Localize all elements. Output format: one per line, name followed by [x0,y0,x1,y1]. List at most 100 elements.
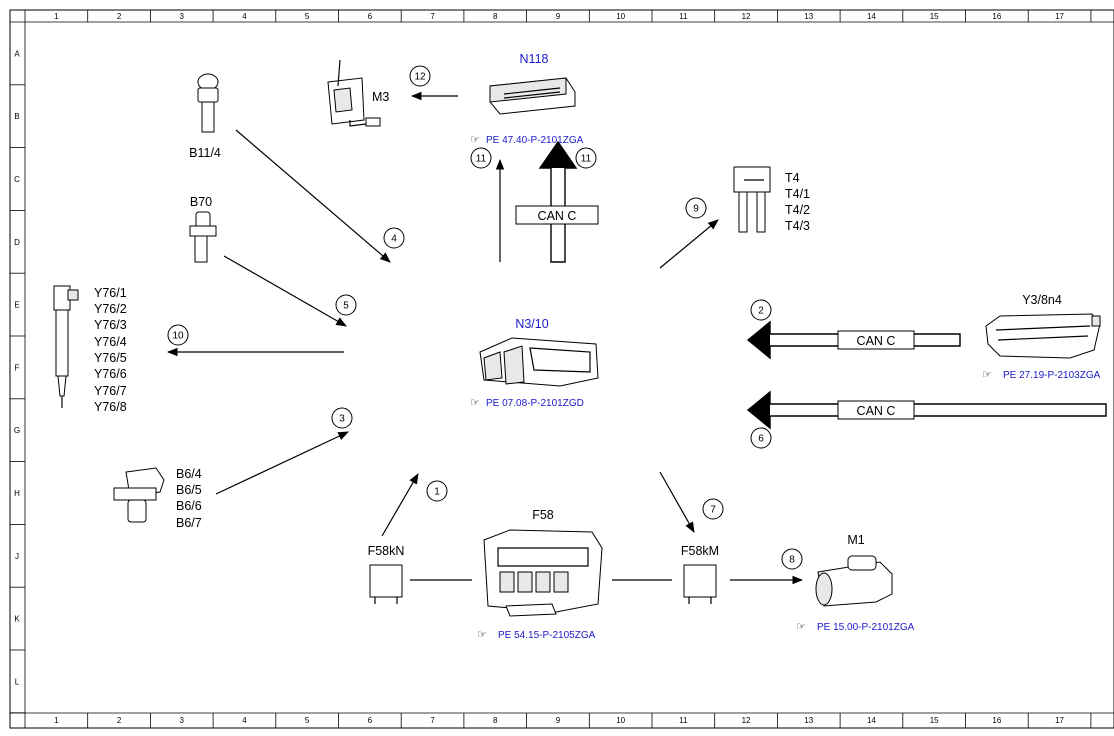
f58-ref[interactable]: PE 54.15-P-2105ZGA [498,630,596,641]
svg-text:1: 1 [434,487,440,498]
grid-col-label: 9 [556,12,561,21]
m3-component: M3 [327,59,389,127]
f58km-relay: F58kM [681,544,719,604]
manual-ref-icon: ☞ [477,628,487,641]
svg-text:4: 4 [391,234,397,245]
grid-row-label: B [14,112,19,121]
b70-sensor: B70 [189,195,217,263]
svg-text:7: 7 [710,505,716,516]
b11-4-label: B11/4 [189,146,221,160]
y3-8n4-module: Y3/8n4 ☞ PE 27.19-P-2103ZGA [982,293,1101,381]
b6-label-0: B6/4 [176,467,202,481]
callout-6: 6 [750,427,772,449]
m1-label: M1 [847,533,864,547]
svg-text:11: 11 [581,154,592,165]
grid-row-label: L [15,677,20,686]
m1-ref[interactable]: PE 15.00-P-2101ZGA [817,622,915,633]
callout-3: 3 [331,407,353,429]
grid-col-label: 1 [54,716,59,725]
f58kn-relay: F58kN [368,544,405,604]
can-label-right-lower: CAN C [857,404,896,418]
callout-10: 10 [167,324,189,346]
grid-col-label: 11 [679,12,688,21]
grid-row-label: K [14,615,20,624]
grid-col-label: 12 [742,716,751,725]
y76-label-1: Y76/2 [94,302,127,316]
manual-ref-icon: ☞ [982,368,992,381]
y76-label-7: Y76/8 [94,400,127,414]
y76-label-6: Y76/7 [94,384,127,398]
callout-8: 8 [781,548,803,570]
y76-labels: Y76/1 Y76/2 Y76/3 Y76/4 Y76/5 Y76/6 Y76/… [94,286,127,414]
grid-col-label: 16 [992,12,1001,21]
callout-12: 12 [409,65,431,87]
manual-ref-icon: ☞ [470,133,480,146]
grid-col-label: 12 [742,12,751,21]
m1-starter: M1 ☞ PE 15.00-P-2101ZGA [796,533,915,633]
grid-row-label: F [15,363,20,372]
y3-8n4-label: Y3/8n4 [1022,293,1062,307]
grid-row-label: G [14,426,20,435]
grid-col-label: 10 [616,716,625,725]
grid-col-label: 13 [804,716,813,725]
t4-labels: T4 T4/1 T4/2 T4/3 [785,171,810,233]
n3-10-module: N3/10 ☞ PE 07.08-P-2101ZGD [470,317,599,409]
grid-row-label: C [14,175,20,184]
grid-col-label: 7 [430,12,435,21]
grid-col-label: 6 [368,716,373,725]
can-bus-right-upper: CAN C [746,320,961,360]
svg-text:11: 11 [476,154,487,165]
can-bus-right-lower: CAN C [746,390,1107,430]
manual-ref-icon: ☞ [470,396,480,409]
svg-text:10: 10 [172,331,184,342]
grid-row-label: J [15,552,19,561]
b6-label-1: B6/5 [176,483,202,497]
y3-8n4-ref[interactable]: PE 27.19-P-2103ZGA [1003,370,1101,381]
grid-col-label: 17 [1055,12,1064,21]
svg-text:8: 8 [789,555,795,566]
callout-5: 5 [335,294,357,316]
y76-label-5: Y76/6 [94,367,127,381]
b6-label-2: B6/6 [176,499,202,513]
svg-text:2: 2 [758,306,764,317]
b6-label-3: B6/7 [176,516,202,530]
callout-11: 11 [470,147,492,169]
grid-col-label: 8 [493,12,498,21]
y76-injector [53,285,79,408]
grid-col-label: 15 [930,12,939,21]
t4-label-1: T4/1 [785,187,810,201]
grid-col-label: 15 [930,716,939,725]
n118-ref[interactable]: PE 47.40-P-2101ZGA [486,135,584,146]
callout-2: 2 [750,299,772,321]
y76-label-3: Y76/4 [94,335,127,349]
grid-row-label: E [14,301,19,310]
b6-sensor [113,467,165,523]
callout-9: 9 [685,197,707,219]
f58kn-label: F58kN [368,544,405,558]
f58-label: F58 [532,508,554,522]
grid-col-label: 3 [180,12,185,21]
f58km-label: F58kM [681,544,719,558]
grid-col-label: 5 [305,12,310,21]
callout-1: 1 [426,480,448,502]
grid-col-label: 4 [242,12,247,21]
grid-col-label: 8 [493,716,498,725]
grid-col-label: 13 [804,12,813,21]
grid-col-label: 16 [992,716,1001,725]
y76-label-4: Y76/5 [94,351,127,365]
grid-row-label: D [14,238,20,247]
can-label-right-upper: CAN C [857,334,896,348]
grid-col-label: 5 [305,716,310,725]
n3-10-ref[interactable]: PE 07.08-P-2101ZGD [486,398,584,409]
grid-col-label: 2 [117,716,122,725]
drawing-frame [9,9,1114,729]
t4-sensor [733,166,771,233]
grid-col-label: 9 [556,716,561,725]
n3-10-label: N3/10 [515,317,548,331]
svg-text:5: 5 [343,301,349,312]
